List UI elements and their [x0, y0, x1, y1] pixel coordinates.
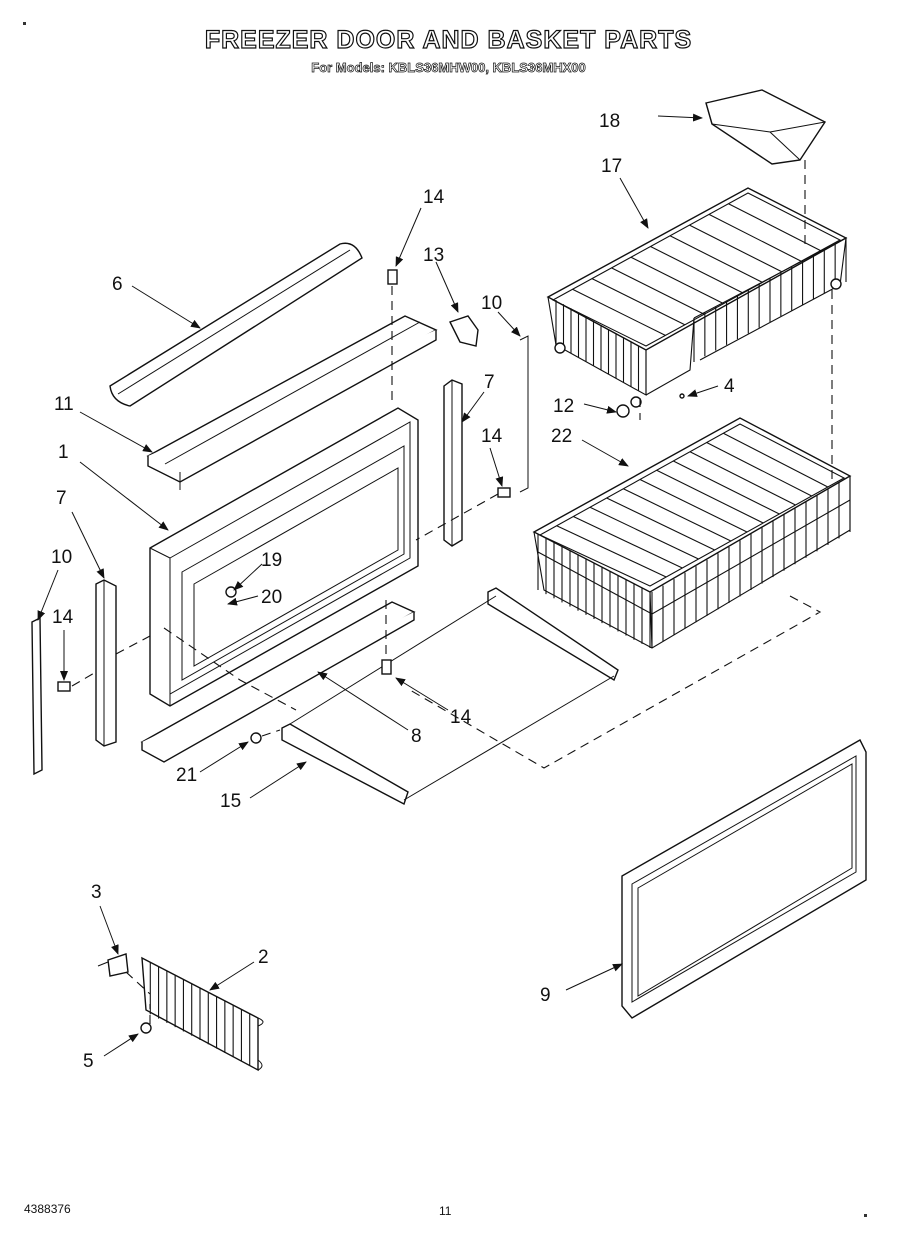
part-7-left-trim: [95, 579, 117, 747]
page-number: 11: [439, 1204, 452, 1218]
page-title: FREEZER DOOR AND BASKET PARTS: [204, 25, 693, 54]
callout-6: 6: [112, 274, 123, 295]
callout-19: 19: [261, 550, 282, 571]
callout-12: 12: [553, 396, 574, 417]
callout-11: 11: [54, 394, 74, 415]
part-7-right-trim: [443, 379, 463, 547]
model-subtitle: For Models: KBLS36MHW00, KBLS36MHX00: [311, 60, 586, 76]
callout-14-mid: 14: [481, 426, 503, 447]
screw-14-top: [387, 269, 398, 285]
part-22-lower-basket: [532, 417, 852, 649]
callout-3: 3: [91, 882, 102, 903]
callout-15: 15: [220, 791, 241, 812]
part-4-pin: [679, 393, 685, 399]
callout-21: 21: [176, 765, 197, 786]
part-18-bin: [705, 89, 827, 165]
callout-8: 8: [411, 726, 422, 747]
callout-10-left: 10: [51, 547, 72, 568]
callout-17: 17: [601, 156, 622, 177]
callout-14-top: 14: [423, 187, 445, 208]
part-8-bottom-trim: [140, 601, 416, 763]
screw-14-bottom: [381, 659, 392, 675]
callout-2: 2: [258, 947, 269, 968]
callout-5: 5: [83, 1051, 94, 1072]
document-number: 4388376: [24, 1202, 71, 1216]
part-9-gasket: [621, 739, 867, 1019]
part-1-door-frame: [149, 407, 419, 707]
screw-14-mid: [497, 487, 511, 498]
part-10-left-strip: [31, 616, 43, 776]
callout-14-bottom: 14: [450, 707, 472, 728]
registration-mark: [864, 1214, 867, 1217]
callout-7-left: 7: [56, 488, 67, 509]
callout-9: 9: [540, 985, 551, 1006]
part-2-shelf: [141, 956, 264, 1072]
screws: [57, 269, 685, 1034]
callout-14-left: 14: [52, 607, 74, 628]
callout-20: 20: [261, 587, 282, 608]
registration-mark: [23, 22, 26, 25]
part-3-bracket: [97, 953, 129, 977]
part-15-slide-rails: [281, 587, 619, 806]
part-6-handle: [109, 242, 363, 407]
part-11-top-trim: [146, 315, 438, 490]
callout-10-upper: 10: [481, 293, 502, 314]
callout-labels: 18 17 14 13 6 10 7 11 14 12 4 22 1 7 19 …: [51, 111, 735, 1072]
part-17-upper-basket: [546, 187, 848, 408]
callout-1: 1: [58, 442, 69, 463]
screw-14-left: [57, 681, 71, 692]
callout-4: 4: [724, 376, 735, 397]
part-12-wheel: [616, 404, 630, 418]
screw-5: [140, 1022, 152, 1034]
callout-7-right: 7: [484, 372, 495, 393]
callout-18: 18: [599, 111, 620, 132]
part-10-upper-rod: [519, 335, 529, 493]
callout-22: 22: [551, 426, 572, 447]
screw-19: [225, 586, 237, 598]
callout-13: 13: [423, 245, 444, 266]
assembly-lines: [71, 160, 833, 1024]
part-13-clip: [449, 315, 479, 347]
leader-arrows: [37, 113, 719, 1057]
screw-21: [250, 732, 262, 744]
